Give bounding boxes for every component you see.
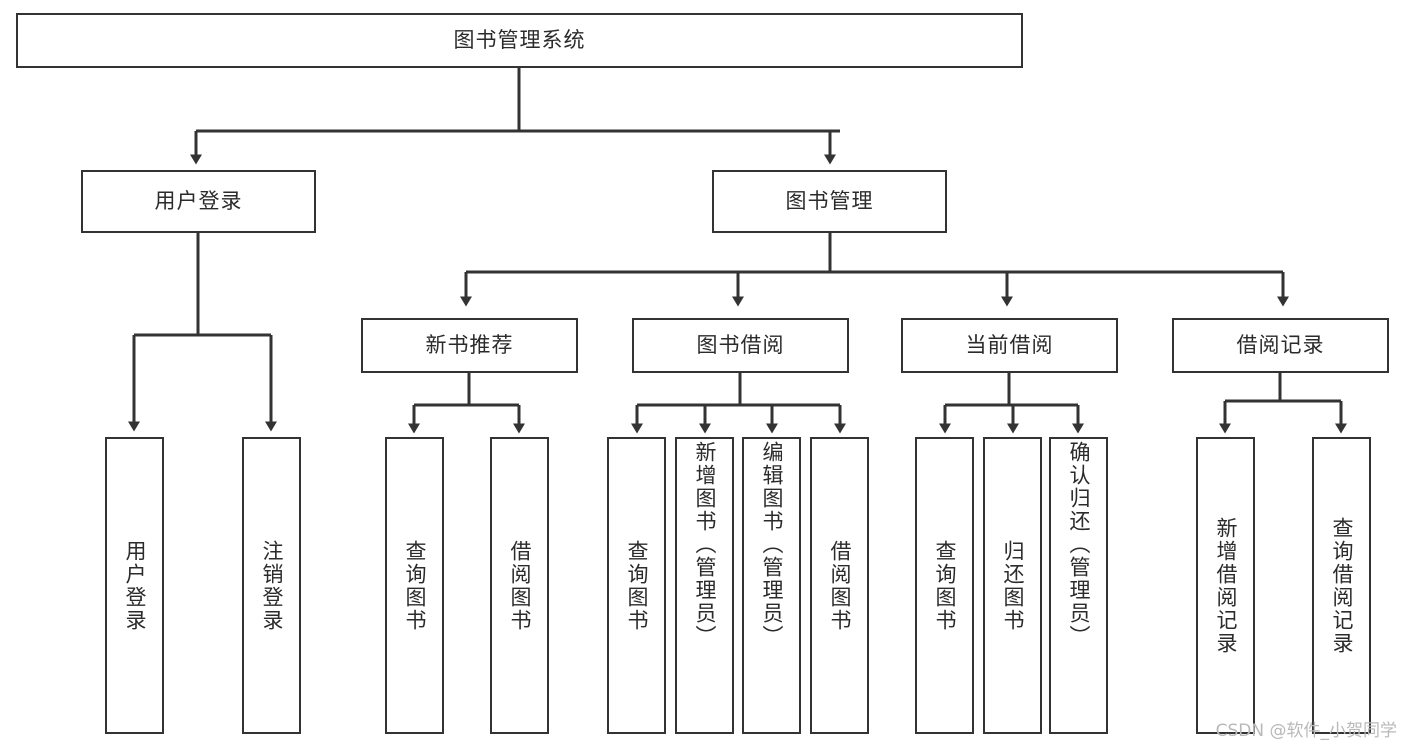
leaf-book-borrow-edit-book-admin[interactable]: 编辑图书（管理员） — [742, 437, 801, 734]
node-borrow-record[interactable]: 借阅记录 — [1172, 318, 1389, 373]
node-label: 新增借阅记录 — [1214, 516, 1238, 655]
leaf-borrow-record-add-record[interactable]: 新增借阅记录 — [1196, 437, 1255, 734]
leaf-new-book-query-book[interactable]: 查询图书 — [385, 437, 444, 734]
node-label: 当前借阅 — [965, 333, 1054, 358]
node-label: 查询图书 — [933, 539, 957, 632]
node-label: 用户登录 — [123, 539, 147, 632]
node-label: 图书管理系统 — [453, 28, 586, 53]
node-label: 查询借阅记录 — [1330, 516, 1354, 655]
node-label: 注销登录 — [260, 539, 284, 632]
node-current-borrow[interactable]: 当前借阅 — [901, 318, 1118, 373]
leaf-borrow-record-query-record[interactable]: 查询借阅记录 — [1312, 437, 1371, 734]
leaf-current-borrow-return-book[interactable]: 归还图书 — [983, 437, 1042, 734]
node-label: 编辑图书（管理员） — [760, 441, 784, 648]
leaf-book-borrow-query-book[interactable]: 查询图书 — [607, 437, 666, 734]
watermark: CSDN @软件_小贺同学 — [1215, 721, 1397, 741]
leaf-current-borrow-confirm-return-admin[interactable]: 确认归还（管理员） — [1049, 437, 1108, 734]
leaf-user-login-login[interactable]: 用户登录 — [105, 437, 164, 734]
leaf-new-book-borrow-book[interactable]: 借阅图书 — [490, 437, 549, 734]
node-label: 用户登录 — [154, 189, 243, 214]
leaf-current-borrow-query-book[interactable]: 查询图书 — [915, 437, 974, 734]
leaf-book-borrow-add-book-admin[interactable]: 新增图书（管理员） — [675, 437, 734, 734]
node-root-book-management-system[interactable]: 图书管理系统 — [16, 13, 1023, 68]
node-label: 新增图书（管理员） — [693, 441, 717, 648]
node-label: 归还图书 — [1001, 539, 1025, 632]
node-label: 图书管理 — [785, 189, 874, 214]
node-user-login[interactable]: 用户登录 — [81, 170, 316, 233]
leaf-user-login-logout[interactable]: 注销登录 — [242, 437, 301, 734]
node-label: 新书推荐 — [425, 333, 514, 358]
node-label: 图书借阅 — [696, 333, 785, 358]
node-label: 借阅记录 — [1236, 333, 1325, 358]
node-label: 确认归还（管理员） — [1067, 441, 1091, 648]
node-label: 借阅图书 — [508, 539, 532, 632]
node-new-book-recommend[interactable]: 新书推荐 — [361, 318, 578, 373]
node-label: 查询图书 — [625, 539, 649, 632]
node-book-borrow[interactable]: 图书借阅 — [632, 318, 849, 373]
node-book-management[interactable]: 图书管理 — [712, 170, 947, 233]
node-label: 查询图书 — [403, 539, 427, 632]
leaf-book-borrow-borrow-book[interactable]: 借阅图书 — [810, 437, 869, 734]
node-label: 借阅图书 — [828, 539, 852, 632]
